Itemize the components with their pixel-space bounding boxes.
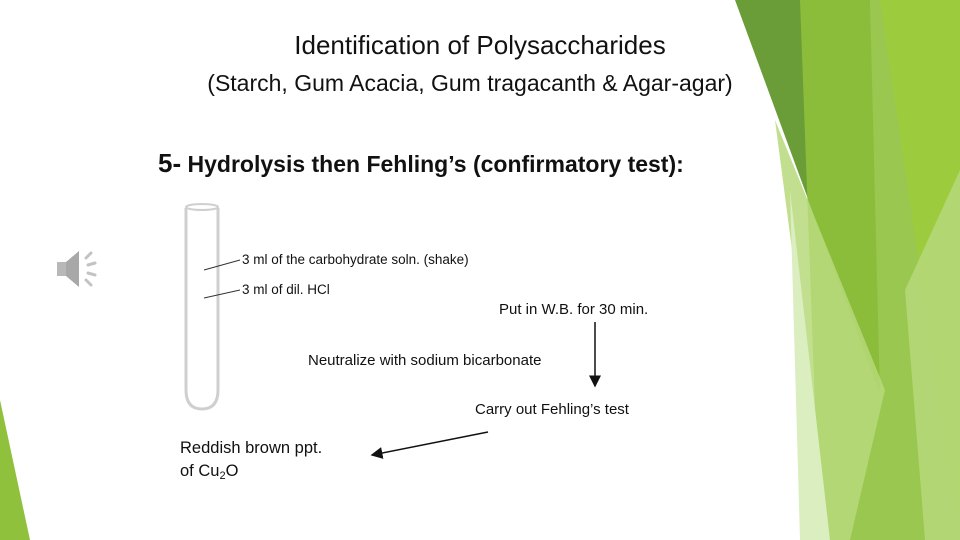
- result-line-2: of Cu2O: [180, 462, 239, 482]
- result-text: Reddish brown ppt. of Cu2O: [180, 437, 322, 483]
- step-fehling: Carry out Fehling’s test: [475, 401, 629, 418]
- result-line-1: Reddish brown ppt.: [180, 439, 323, 457]
- tube-label-hcl: 3 ml of dil. HCl: [242, 282, 330, 297]
- step-water-bath: Put in W.B. for 30 min.: [499, 301, 649, 318]
- section-heading: 5- Hydrolysis then Fehling’s (confirmato…: [158, 148, 684, 179]
- slide-title: Identification of Polysaccharides: [294, 30, 666, 60]
- subscript-2: 2: [219, 470, 226, 482]
- tube-label-carbohydrate: 3 ml of the carbohydrate soln. (shake): [242, 252, 469, 267]
- slide-subtitle: (Starch, Gum Acacia, Gum tragacanth & Ag…: [207, 70, 733, 96]
- heading-number: 5-: [158, 148, 182, 178]
- speaker-icon[interactable]: [55, 245, 105, 295]
- step-neutralize: Neutralize with sodium bicarbonate: [308, 352, 542, 369]
- heading-text: Hydrolysis then Fehling’s (confirmatory …: [181, 151, 684, 177]
